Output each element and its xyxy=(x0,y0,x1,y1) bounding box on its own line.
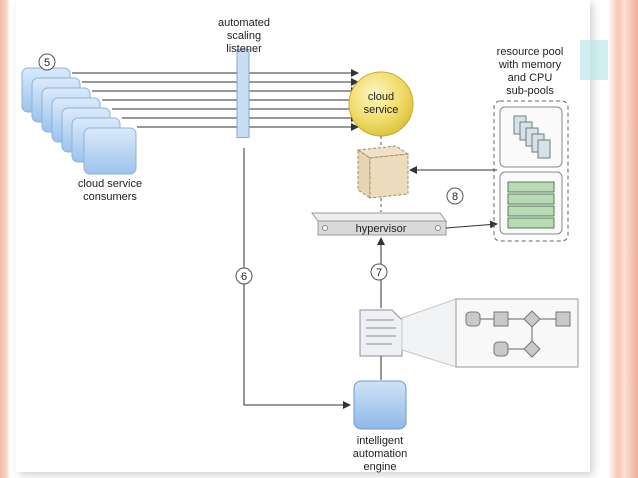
new-virtual-server xyxy=(356,145,410,199)
listener-label-line3: listener xyxy=(226,43,262,55)
svg-text:6: 6 xyxy=(241,271,247,283)
svg-text:5: 5 xyxy=(44,57,50,69)
consumers-label-line2: consumers xyxy=(83,191,137,203)
right-decorative-stripe xyxy=(608,0,638,478)
automated-scaling-listener xyxy=(236,48,250,139)
hypervisor-label: hypervisor xyxy=(356,223,407,235)
engine-label-line2: automation xyxy=(353,448,407,460)
svg-text:7: 7 xyxy=(376,267,382,279)
workflow-script-document-icon xyxy=(359,309,403,357)
svg-text:8: 8 xyxy=(452,191,458,203)
engine-label-line3: engine xyxy=(363,461,396,473)
resource-pool-label-line1: resource pool xyxy=(497,46,564,58)
workflow-flowchart xyxy=(455,298,579,368)
diagram-card xyxy=(16,0,590,472)
hypervisor-bar: hypervisor xyxy=(311,212,447,236)
teal-accent-panel xyxy=(580,40,608,80)
cloud-service-node: cloud service xyxy=(348,71,414,137)
step-7-marker: 7 xyxy=(370,263,388,281)
step-5-marker: 5 xyxy=(38,53,56,71)
consumers-label-line1: cloud service xyxy=(78,178,142,190)
left-decorative-stripe xyxy=(0,0,10,478)
resource-pool-label-line4: sub-pools xyxy=(506,85,554,97)
listener-label-line2: scaling xyxy=(227,30,261,42)
memory-sub-pool-icon xyxy=(513,115,551,159)
cloud-service-consumers-stack xyxy=(21,67,137,175)
cpu-sub-pool-icon xyxy=(507,181,555,229)
cloud-service-label-line2: service xyxy=(364,104,399,116)
listener-label-line1: automated xyxy=(218,17,270,29)
engine-label-line1: intelligent xyxy=(357,435,403,447)
request-arrows xyxy=(72,69,359,131)
resource-pool-label-line2: with memory xyxy=(498,59,562,71)
resource-pool-label-line3: and CPU xyxy=(508,72,553,84)
step-6-marker: 6 xyxy=(235,267,253,285)
cloud-service-label-line1: cloud xyxy=(368,91,394,103)
resource-pool xyxy=(493,100,569,242)
step-8-marker: 8 xyxy=(446,187,464,205)
intelligent-automation-engine xyxy=(353,380,407,430)
